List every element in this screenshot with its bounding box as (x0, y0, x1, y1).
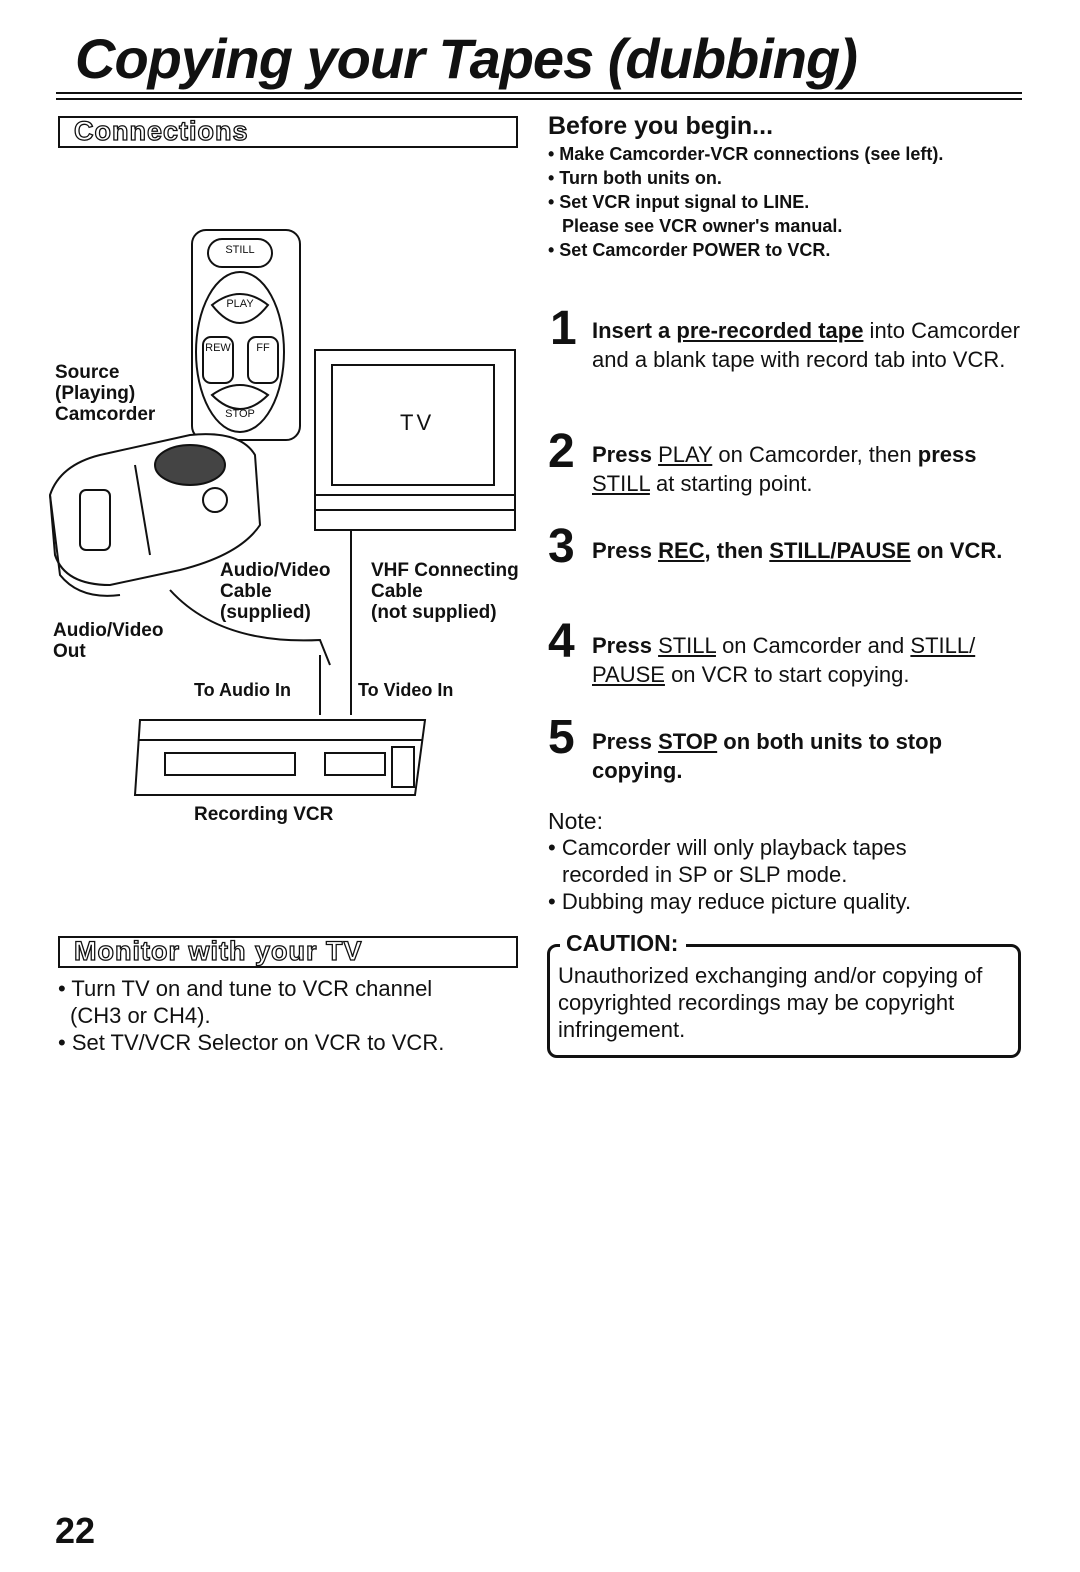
step-1-number: 1 (550, 302, 577, 355)
camcorder-control-panel (191, 229, 301, 441)
list-item: • Turn TV on and tune to VCR channel (58, 976, 433, 1001)
note-list: • Camcorder will only playback tapes rec… (548, 834, 988, 915)
caution-box (547, 944, 1021, 1058)
list-item: • Set TV/VCR Selector on VCR to VCR. (58, 1030, 445, 1055)
list-item: • Turn both units on. (548, 168, 722, 188)
vhf-cable-label: VHF Connecting Cable (not supplied) (371, 560, 519, 623)
source-camcorder-label: Source (Playing) Camcorder (55, 362, 156, 425)
recording-vcr-label: Recording VCR (194, 804, 334, 825)
list-item: • Make Camcorder-VCR connections (see le… (548, 144, 944, 164)
stop-button-label: STOP (225, 408, 255, 420)
connections-header: Connections (58, 115, 518, 148)
tv-illustration (314, 349, 516, 531)
step-2-text: Press PLAY on Camcorder, then press STIL… (592, 442, 977, 496)
title-rule (56, 92, 1022, 100)
step-4-number: 4 (548, 615, 575, 668)
list-item: • Set Camcorder POWER to VCR. (548, 240, 831, 260)
step-4-text: Press STILL on Camcorder and STILL/ PAUS… (592, 633, 976, 687)
page-number: 22 (55, 1510, 96, 1551)
panel-button-labels: STILL PLAY REW FF STOP (205, 244, 270, 420)
monitor-header-label: Monitor with your TV (73, 935, 363, 966)
to-video-in-label: To Video In (358, 680, 454, 700)
still-button-label: STILL (225, 244, 254, 256)
step-3-text: Press REC, then STILL/PAUSE on VCR. (592, 538, 1003, 563)
connections-header-label: Connections (73, 115, 249, 146)
list-item: • Dubbing may reduce picture quality. (548, 889, 912, 914)
monitor-list: • Turn TV on and tune to VCR channel (CH… (58, 975, 518, 1056)
step-3-number: 3 (548, 520, 575, 573)
caution-text: Unauthorized exchanging and/or copying o… (558, 963, 983, 1042)
list-item: • Camcorder will only playback tapes (548, 835, 907, 860)
caution-title: CAUTION: (560, 930, 687, 957)
play-button-label: PLAY (226, 298, 254, 310)
rew-button-label: REW (205, 342, 231, 354)
av-out-label: Audio/Video Out (53, 620, 164, 662)
step-2-number: 2 (548, 425, 575, 478)
av-cable-label: Audio/Video Cable (supplied) (220, 560, 331, 623)
vcr-illustration (133, 719, 427, 796)
note-heading: Note: (548, 808, 603, 834)
before-you-begin-list: • Make Camcorder-VCR connections (see le… (548, 142, 1048, 262)
connection-diagram: STILL PLAY REW FF STOP (48, 229, 516, 796)
list-item: (CH3 or CH4). (70, 1003, 211, 1028)
cables (169, 530, 352, 715)
step-1-text: Insert a pre-recorded tape into Camcorde… (592, 318, 1020, 372)
tv-label: TV (400, 410, 435, 435)
ff-button-label: FF (256, 342, 270, 354)
to-audio-in-label: To Audio In (194, 680, 291, 700)
before-you-begin-heading: Before you begin... (548, 112, 774, 140)
camcorder-illustration (48, 433, 262, 597)
step-5-text: Press STOP on both units to stop copying… (592, 729, 943, 783)
list-item: Please see VCR owner's manual. (562, 216, 843, 236)
list-item: • Set VCR input signal to LINE. (548, 192, 810, 212)
step-5-number: 5 (548, 711, 575, 764)
list-item: recorded in SP or SLP mode. (562, 862, 848, 887)
monitor-header: Monitor with your TV (58, 935, 518, 968)
page-title: Copying your Tapes (dubbing) (75, 27, 858, 90)
